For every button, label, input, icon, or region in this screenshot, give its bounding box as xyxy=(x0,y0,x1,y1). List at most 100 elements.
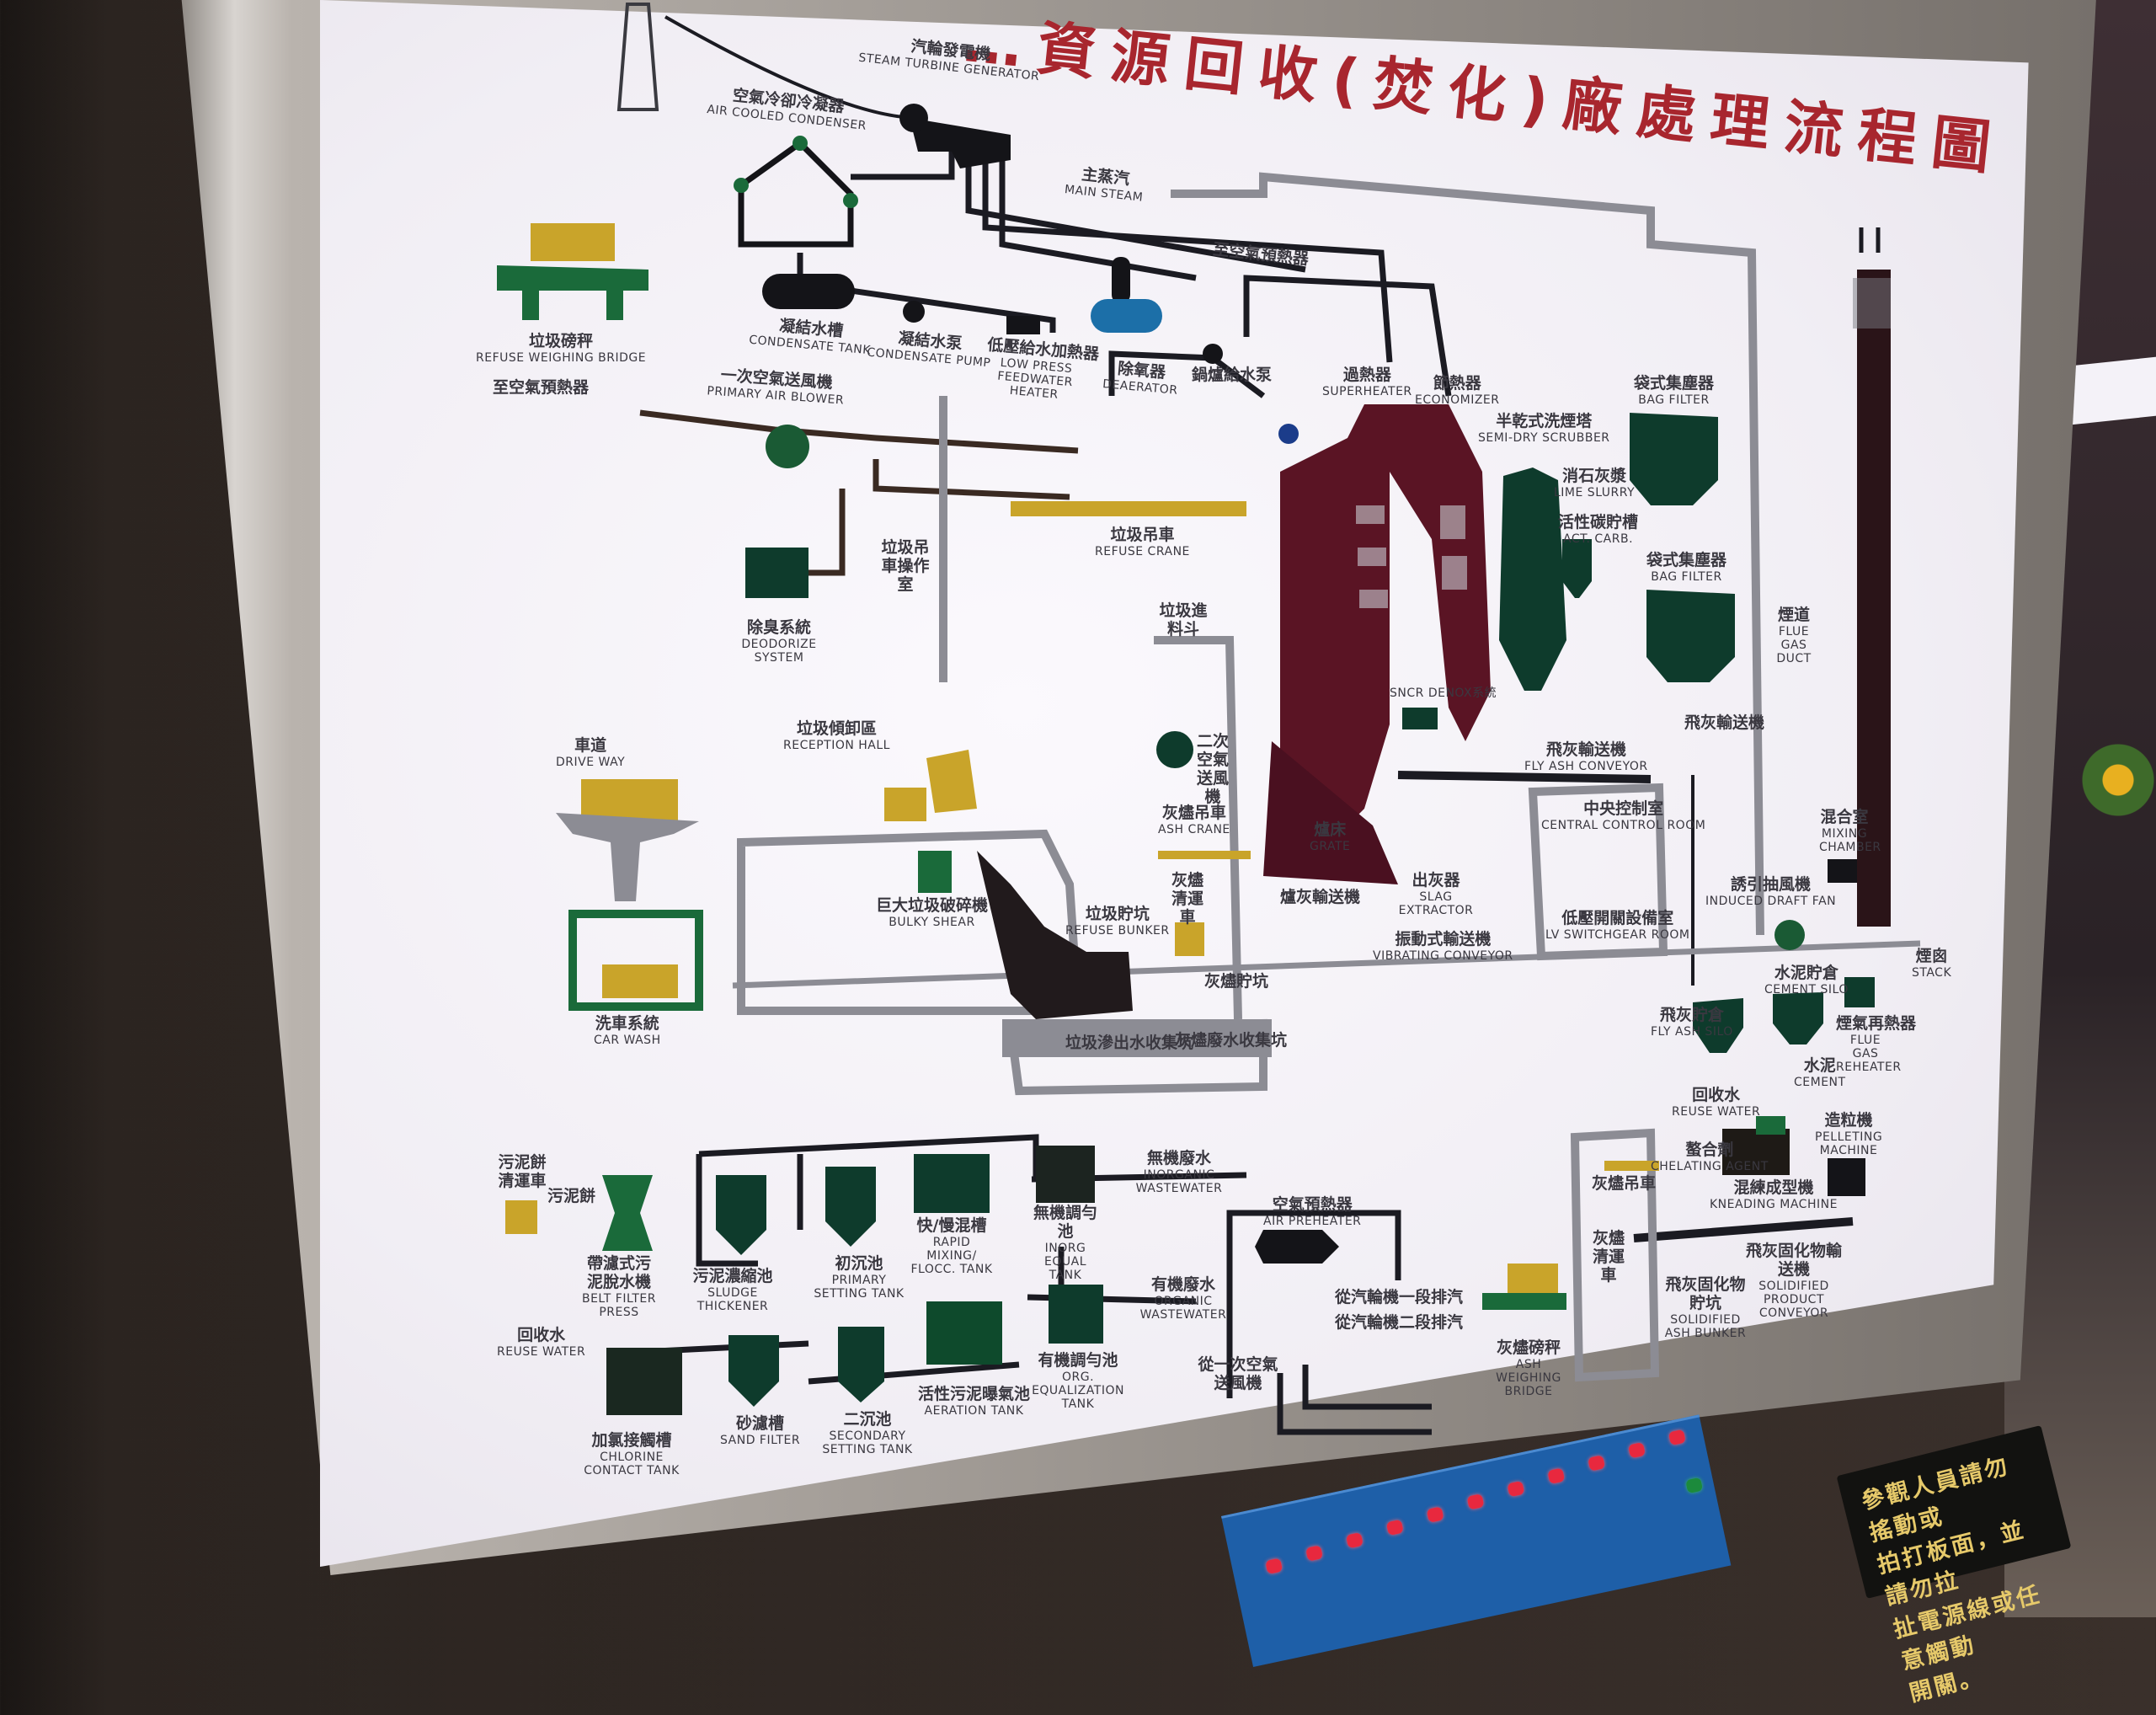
air-duct-2 xyxy=(873,459,1070,500)
belt-filter-press xyxy=(602,1175,653,1251)
label-ash-crane-2: 灰燼吊車 xyxy=(1592,1174,1657,1193)
label-ash-conveyor: 爐灰輸送機 xyxy=(1280,888,1361,906)
indicator-light-red[interactable] xyxy=(1265,1557,1283,1574)
feedwater-pump xyxy=(1203,344,1223,364)
flow-diagram xyxy=(497,2,1921,1435)
indicator-light-red[interactable] xyxy=(1426,1506,1444,1523)
furnace-grate-zone xyxy=(1263,741,1398,884)
mixing-chamber xyxy=(1828,859,1858,883)
label-leachate-pit: 垃圾滲出水收集坑 xyxy=(1065,1034,1194,1052)
bag-filter-2 xyxy=(1646,590,1735,682)
air-preheater xyxy=(1255,1230,1339,1264)
sunflower-plant xyxy=(2080,699,2156,901)
deaerator-top xyxy=(1112,257,1130,303)
superheater-tube xyxy=(1359,590,1388,608)
induced-draft-fan xyxy=(1774,920,1805,950)
car-wash-bay xyxy=(568,910,703,1011)
rapid-mixing-tank xyxy=(914,1154,990,1213)
superheater-tube xyxy=(1356,505,1385,524)
label-ash-pit: 灰燼貯坑 xyxy=(1204,972,1269,991)
condensate-tank xyxy=(762,274,855,309)
indicator-light-red[interactable] xyxy=(1507,1480,1525,1498)
indicator-light-red[interactable] xyxy=(1628,1441,1646,1459)
label-from-primary-air: 從一次空氣送風機 xyxy=(1198,1355,1278,1392)
cement-feeder xyxy=(1756,1116,1785,1135)
indicator-light-red[interactable] xyxy=(1345,1531,1364,1549)
primary-air-blower xyxy=(766,425,809,468)
steam-drum xyxy=(1278,424,1299,444)
air-preheater-loop xyxy=(1226,1210,1401,1398)
indicator-light-green[interactable] xyxy=(1685,1477,1704,1494)
label-refuse-hopper: 垃圾進料斗 xyxy=(1159,601,1208,638)
indicator-light-red[interactable] xyxy=(1305,1545,1324,1562)
ash-truck xyxy=(1175,922,1204,956)
floor-line xyxy=(732,940,1921,989)
steam-line-2 xyxy=(982,135,1393,363)
indicator-light-red[interactable] xyxy=(1385,1519,1404,1536)
hopper-wall xyxy=(1154,636,1242,1020)
indicator-light-red[interactable] xyxy=(1588,1455,1606,1472)
aeration-tank xyxy=(926,1301,1002,1365)
transmission-tower xyxy=(616,2,659,111)
steam-extract-2-line xyxy=(1277,1373,1432,1435)
wastewater-left-loop xyxy=(696,1154,758,1267)
deodorize-duct xyxy=(808,489,846,576)
indicator-light-red[interactable] xyxy=(1547,1467,1566,1484)
furnace-body xyxy=(1280,404,1491,842)
stack-shell xyxy=(1853,278,1891,329)
steam-turbine xyxy=(910,118,1011,168)
label-fly-ash-conveyor-small: 飛灰輸送機 xyxy=(1684,713,1765,732)
steam-line-3 xyxy=(999,135,1197,281)
refuse-pile xyxy=(977,851,1133,1019)
superheater-tube xyxy=(1358,548,1386,566)
sncr-unit xyxy=(1402,708,1438,729)
ash-crane-bridge xyxy=(1158,851,1251,859)
label-steam-extract-1: 從汽輪機一段排汽 xyxy=(1335,1288,1464,1306)
feedwater-line xyxy=(1108,350,1266,398)
label-ash-water-pit: 灰燼廢水收集坑 xyxy=(1175,1031,1288,1050)
secondary-setting-tank xyxy=(838,1327,884,1402)
label-ash-truck: 灰燼清運車 xyxy=(1171,871,1203,927)
label-secondary-air-blower: 二次空氣送風機 xyxy=(1196,732,1229,806)
economizer-tube xyxy=(1442,556,1467,590)
condensate-pump xyxy=(903,301,925,323)
generator xyxy=(899,104,928,132)
truck-car-wash xyxy=(602,964,678,998)
chlorine-contact-tank xyxy=(606,1348,682,1415)
condensate-line xyxy=(850,287,1056,333)
refuse-weighing-bridge xyxy=(497,265,648,320)
semi-dry-scrubber xyxy=(1499,467,1566,691)
condenser-node xyxy=(843,193,858,208)
secondary-air-blower xyxy=(1156,731,1193,768)
label-crane-operation-room: 垃圾吊車操作室 xyxy=(881,538,930,594)
indicator-light-red[interactable] xyxy=(1668,1429,1686,1446)
label-sludge-cake: 污泥餅 xyxy=(547,1187,596,1205)
indicator-light-red[interactable] xyxy=(1466,1493,1485,1510)
